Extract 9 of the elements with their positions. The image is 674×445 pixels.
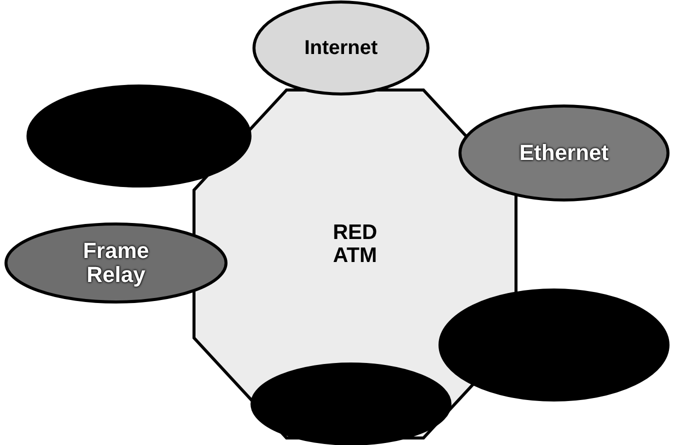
network-ellipse — [438, 288, 670, 402]
network-ellipse — [26, 84, 252, 188]
node-label: Frame Relay — [82, 238, 150, 288]
node-label: Internet — [303, 37, 379, 59]
node-label: RED ATM — [332, 220, 378, 268]
network-ellipse — [458, 104, 670, 202]
network-ellipse — [4, 222, 228, 304]
node-label: Ethernet — [518, 140, 610, 166]
network-ellipse — [252, 0, 430, 96]
